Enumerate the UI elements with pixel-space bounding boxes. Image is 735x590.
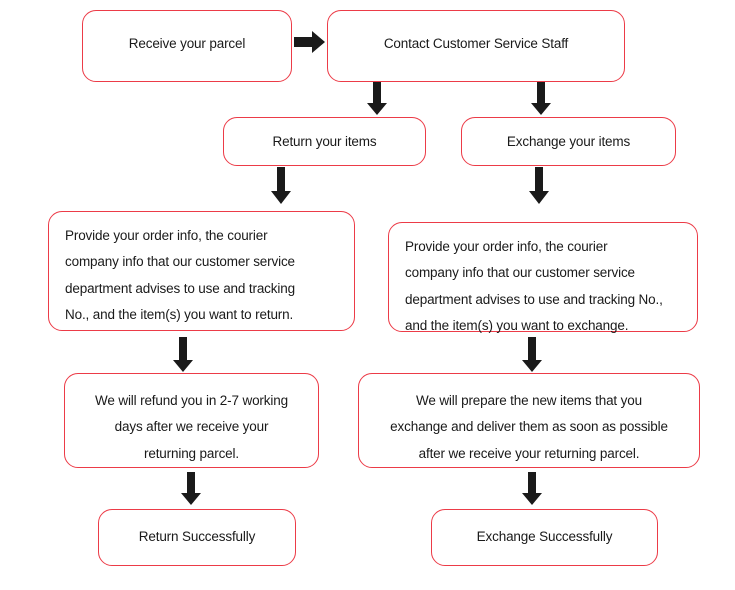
arrow-down-icon-return-to-info [270, 167, 292, 205]
node-exchange-result-text: We will prepare the new items that you e… [390, 393, 668, 461]
node-return-info[interactable]: Provide your order info, the courier com… [48, 211, 355, 331]
arrow-down-icon-exchange-to-info [528, 167, 550, 205]
node-return-success[interactable]: Return Successfully [98, 509, 296, 566]
node-exchange-items[interactable]: Exchange your items [461, 117, 676, 166]
node-exchange-info[interactable]: Provide your order info, the courier com… [388, 222, 698, 333]
node-return-info-text: Provide your order info, the courier com… [65, 228, 295, 322]
node-exchange-items-label: Exchange your items [506, 134, 631, 149]
arrow-down-icon-contact-to-exchange [530, 82, 552, 116]
node-exchange-success[interactable]: Exchange Successfully [431, 509, 658, 566]
node-contact-staff-label: Contact Customer Service Staff [383, 36, 569, 51]
node-refund-result-text: We will refund you in 2-7 working days a… [95, 393, 288, 461]
node-receive-parcel[interactable]: Receive your parcel [82, 10, 292, 82]
node-return-items-label: Return your items [272, 134, 377, 149]
node-exchange-result[interactable]: We will prepare the new items that you e… [358, 373, 700, 468]
node-receive-parcel-label: Receive your parcel [128, 36, 246, 51]
arrow-down-icon-contact-to-return [366, 82, 388, 116]
arrow-right-icon-receive-to-contact [294, 30, 326, 54]
node-return-success-label: Return Successfully [138, 529, 256, 544]
node-exchange-success-label: Exchange Successfully [476, 529, 613, 544]
arrow-down-icon-exchange-info-to-result [521, 337, 543, 373]
node-exchange-info-text: Provide your order info, the courier com… [405, 239, 663, 333]
arrow-down-icon-return-info-to-refund [172, 337, 194, 373]
node-refund-result[interactable]: We will refund you in 2-7 working days a… [64, 373, 319, 468]
node-contact-staff[interactable]: Contact Customer Service Staff [327, 10, 625, 82]
arrow-down-icon-refund-to-success [180, 472, 202, 506]
node-return-items[interactable]: Return your items [223, 117, 426, 166]
arrow-down-icon-result-to-success [521, 472, 543, 506]
